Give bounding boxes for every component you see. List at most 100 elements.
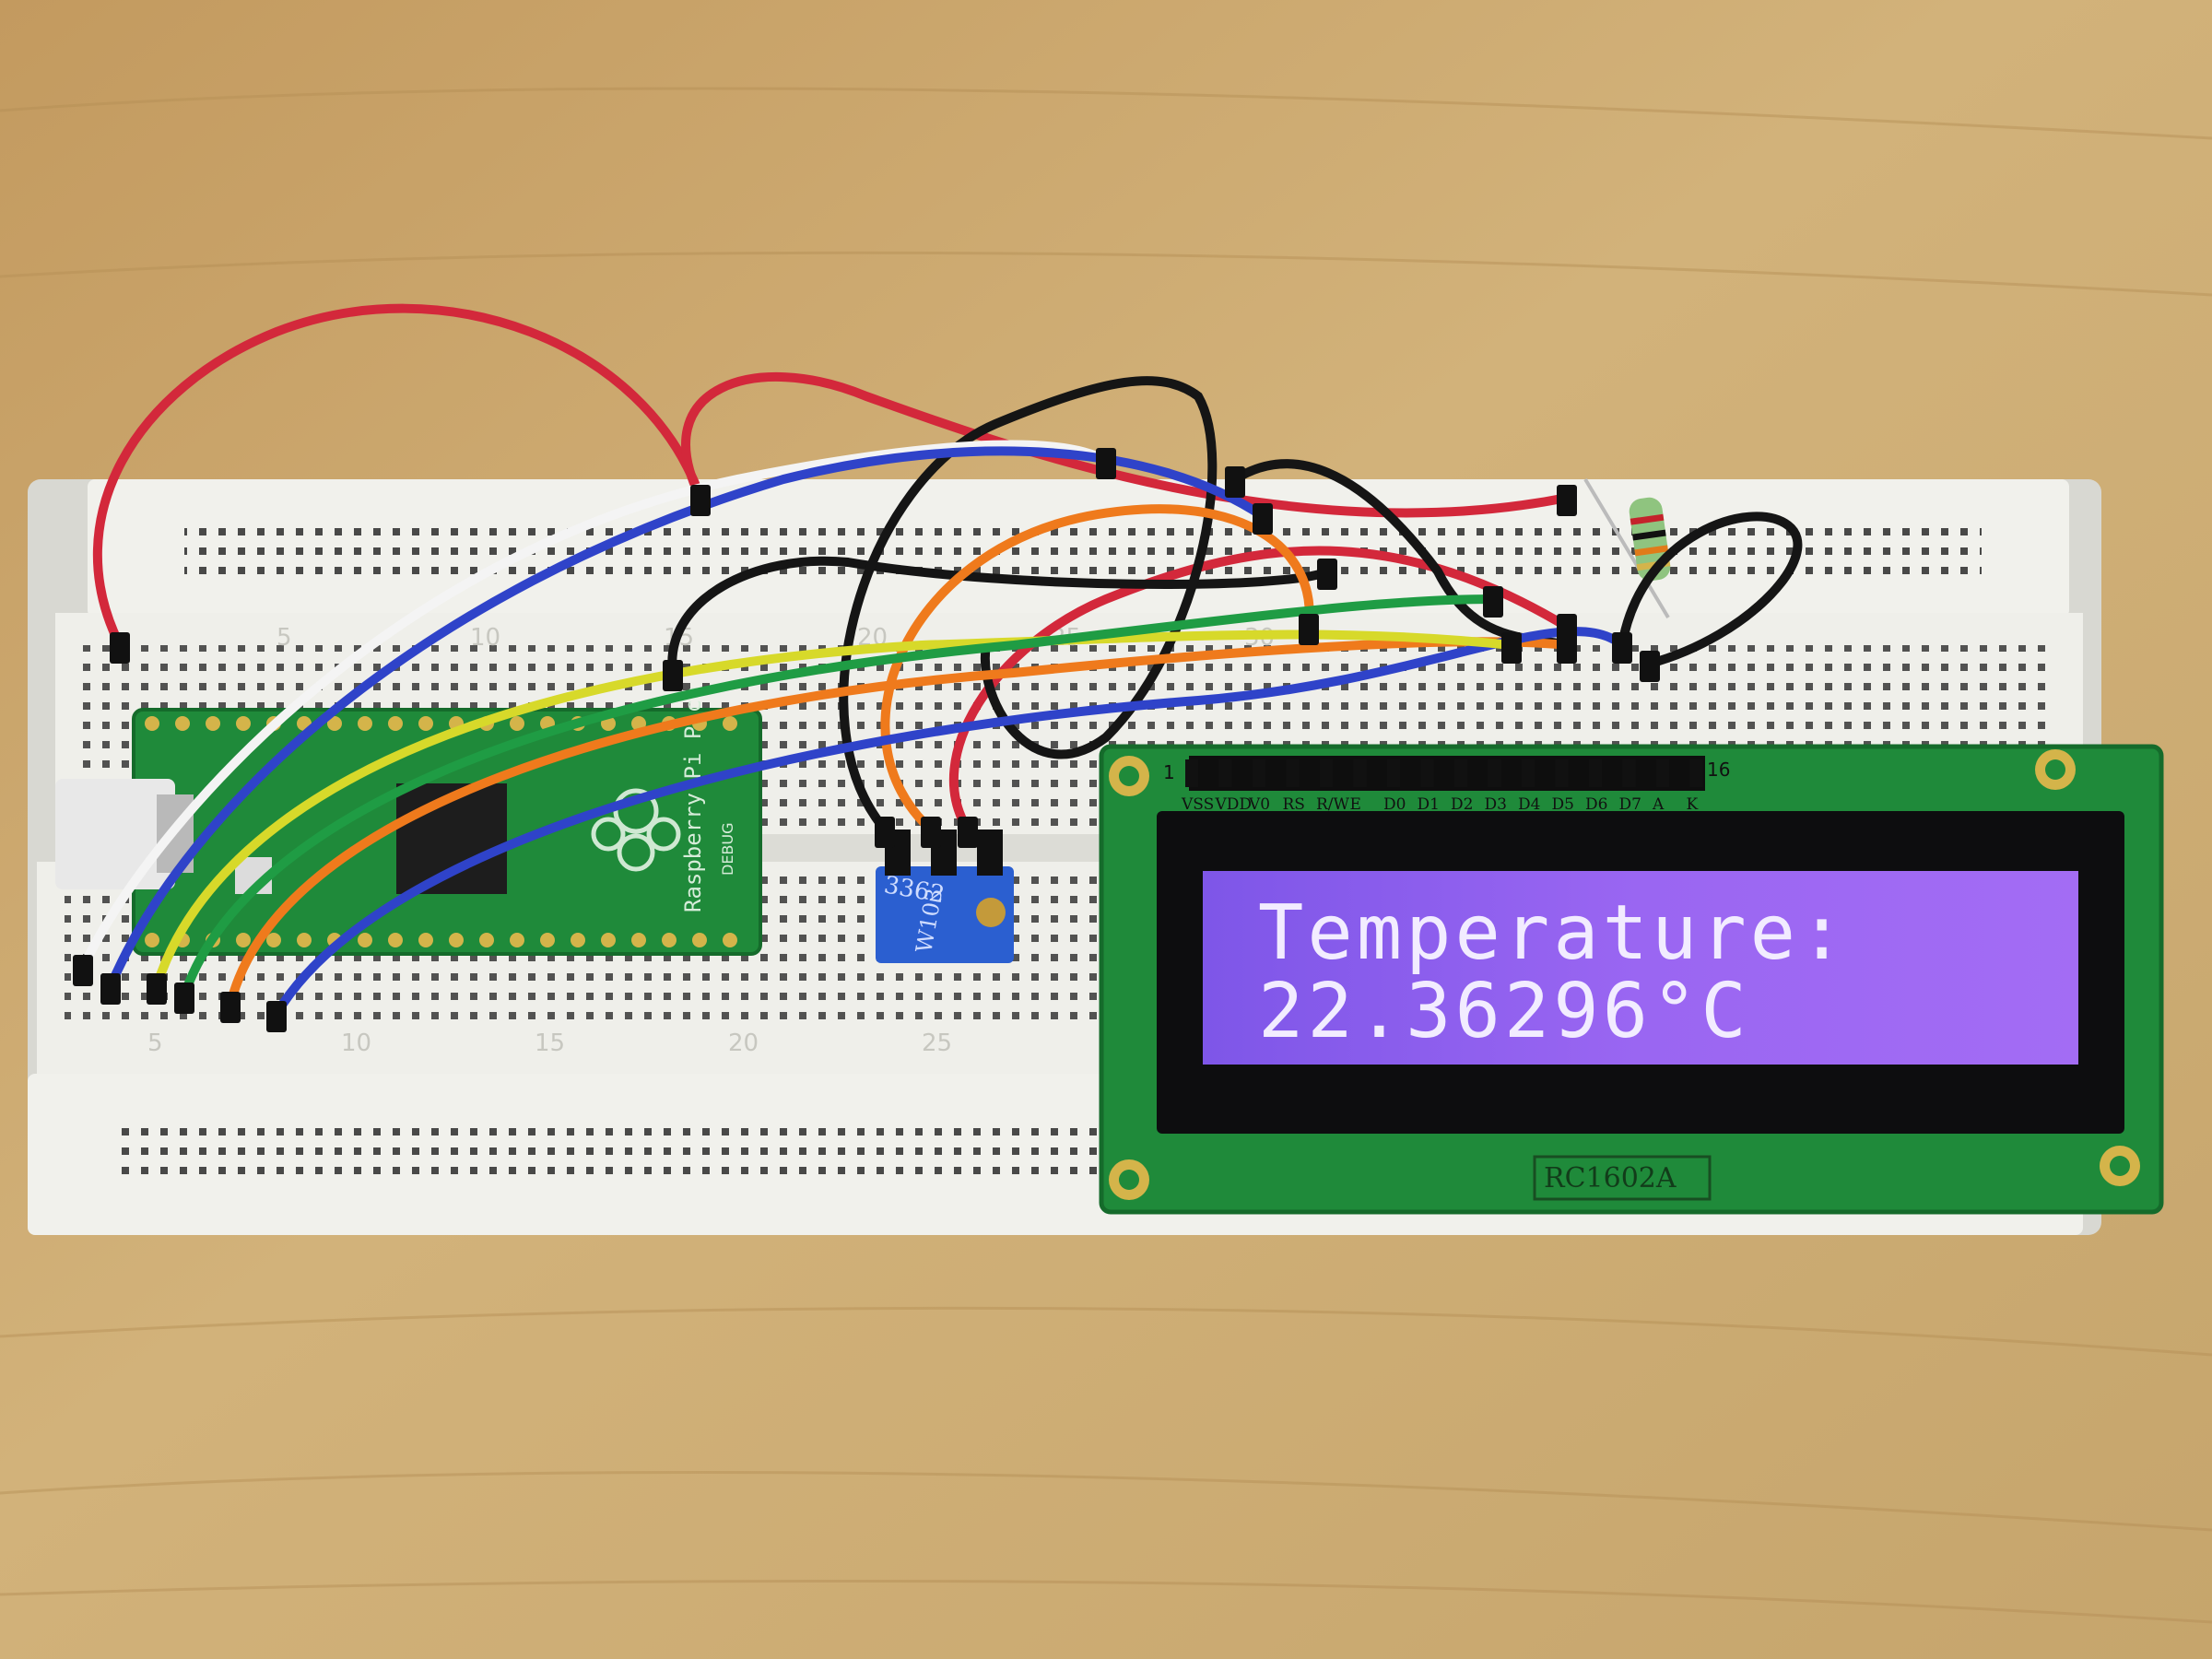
lcd-header-pin: [1555, 759, 1569, 787]
lcd-pin-label-2: V0: [1248, 795, 1270, 814]
pico-pad: [571, 933, 585, 947]
lcd-pin-label-8: D2: [1451, 795, 1473, 814]
lcd-header-pin: [1522, 759, 1535, 787]
wire-black-1: [667, 556, 1332, 677]
pico-pad: [358, 716, 372, 731]
lcd-header-pin: [1320, 759, 1333, 787]
potentiometer: 3362 W103: [876, 830, 1014, 963]
pico-pad: [631, 933, 646, 947]
pico-pad: [266, 933, 281, 947]
wire-pin-end: [958, 817, 978, 848]
breadboard-column-number: 5: [147, 1030, 163, 1057]
lcd-header-pin: [1689, 759, 1703, 787]
lcd-screen: [1203, 871, 2078, 1065]
lcd-pin-last: 16: [1707, 759, 1730, 781]
pico-logo-icon: [591, 788, 681, 872]
pico-pad: [358, 933, 372, 947]
lcd-pin-label-5: E: [1350, 795, 1361, 814]
wire-pin-end: [690, 485, 711, 516]
lcd-line-2: 22.36296°C: [1258, 968, 1750, 1055]
lcd-pin-label-4: R/W: [1316, 795, 1350, 814]
lcd-pin-label-10: D4: [1518, 795, 1540, 814]
lcd-header-pin: [1656, 759, 1669, 787]
wire-orange-1: [880, 504, 1314, 834]
lcd-header-pin: [1589, 759, 1602, 787]
lcd-pin-first: 1: [1163, 761, 1175, 783]
wire-pin-end: [1317, 559, 1337, 590]
lcd-pin-label-11: D5: [1552, 795, 1574, 814]
wire-pin-end: [110, 632, 130, 664]
wire-pin-end: [266, 1001, 287, 1032]
wire-pin-end: [100, 973, 121, 1005]
breadboard-column-number: 25: [922, 1030, 952, 1057]
wire-pin-ends: [73, 448, 1660, 1032]
wire-pin-end: [663, 660, 683, 691]
wire-pin-end: [73, 955, 93, 986]
pico-pad: [510, 933, 524, 947]
lcd-pin-label-12: D6: [1585, 795, 1607, 814]
pico-pad: [206, 716, 220, 731]
wire-pin-end: [174, 982, 194, 1014]
wire-pin-end: [1253, 503, 1273, 535]
wire-pin-end: [1299, 614, 1319, 645]
pico-pad: [418, 716, 433, 731]
pico-debug-label: DEBUG: [719, 822, 736, 876]
wire-pin-end: [1557, 485, 1577, 516]
wire-pin-end: [875, 817, 895, 848]
lcd-header-pin: [1218, 759, 1232, 787]
pico-pad: [327, 716, 342, 731]
breadboard-column-number: 15: [535, 1030, 565, 1057]
wire-white: [78, 440, 1111, 972]
pico-pad: [236, 933, 251, 947]
breadboard-column-number: 10: [470, 624, 500, 652]
pico-pad: [145, 716, 159, 731]
wire-pin-end: [921, 817, 941, 848]
wire-yellow: [152, 629, 1516, 991]
lcd-header-pin: [1185, 759, 1198, 787]
wire-pin-end: [1501, 632, 1522, 664]
wire-pin-end: [1557, 632, 1577, 664]
pico-pad: [692, 933, 707, 947]
lcd-header-pin: [1353, 759, 1367, 787]
lcd-header-pin: [1488, 759, 1501, 787]
wire-red-1: [93, 303, 705, 650]
wire-pin-end: [1612, 632, 1632, 664]
wood-grain: [0, 87, 2212, 1624]
pico-pad: [145, 933, 159, 947]
lcd-model-label: RC1602A: [1544, 1162, 1677, 1194]
pico-pad: [723, 716, 737, 731]
pico-pad: [662, 933, 677, 947]
wire-pin-end: [1225, 466, 1245, 498]
pico-pad: [388, 933, 403, 947]
pico-pad: [540, 933, 555, 947]
lcd-pin-label-14: A: [1652, 795, 1665, 814]
wire-red-3: [948, 546, 1571, 834]
lcd-pin-label-6: D0: [1383, 795, 1406, 814]
pico-pad: [723, 933, 737, 947]
lcd-pin-label-7: D1: [1418, 795, 1440, 814]
breadboard-column-number: 20: [728, 1030, 759, 1057]
lcd-header-pin: [1286, 759, 1300, 787]
pico-pad: [175, 716, 190, 731]
pico-pad: [601, 933, 616, 947]
lcd-pin-label-1: VDD: [1215, 795, 1253, 814]
wire-pin-end: [147, 973, 167, 1005]
pico-pad: [449, 933, 464, 947]
lcd-pin-label-15: K: [1687, 795, 1699, 814]
wire-red-2: [681, 372, 1571, 518]
lcd-header-pin: [1454, 759, 1467, 787]
lcd-pin-label-3: RS: [1283, 795, 1305, 814]
wire-pin-end: [1640, 651, 1660, 682]
breadboard-column-number: 10: [341, 1030, 371, 1057]
lcd-header-pin: [1253, 759, 1265, 787]
wire-green: [180, 594, 1498, 1000]
pico-pad: [297, 933, 312, 947]
trim-screw-icon: [976, 898, 1006, 927]
breadboard-column-number: 5: [276, 624, 292, 652]
lcd-header-pin: [1420, 759, 1434, 787]
pico-pad: [479, 933, 494, 947]
lcd-header-pin: [1622, 759, 1636, 787]
lcd-pin-label-13: D7: [1619, 795, 1641, 814]
